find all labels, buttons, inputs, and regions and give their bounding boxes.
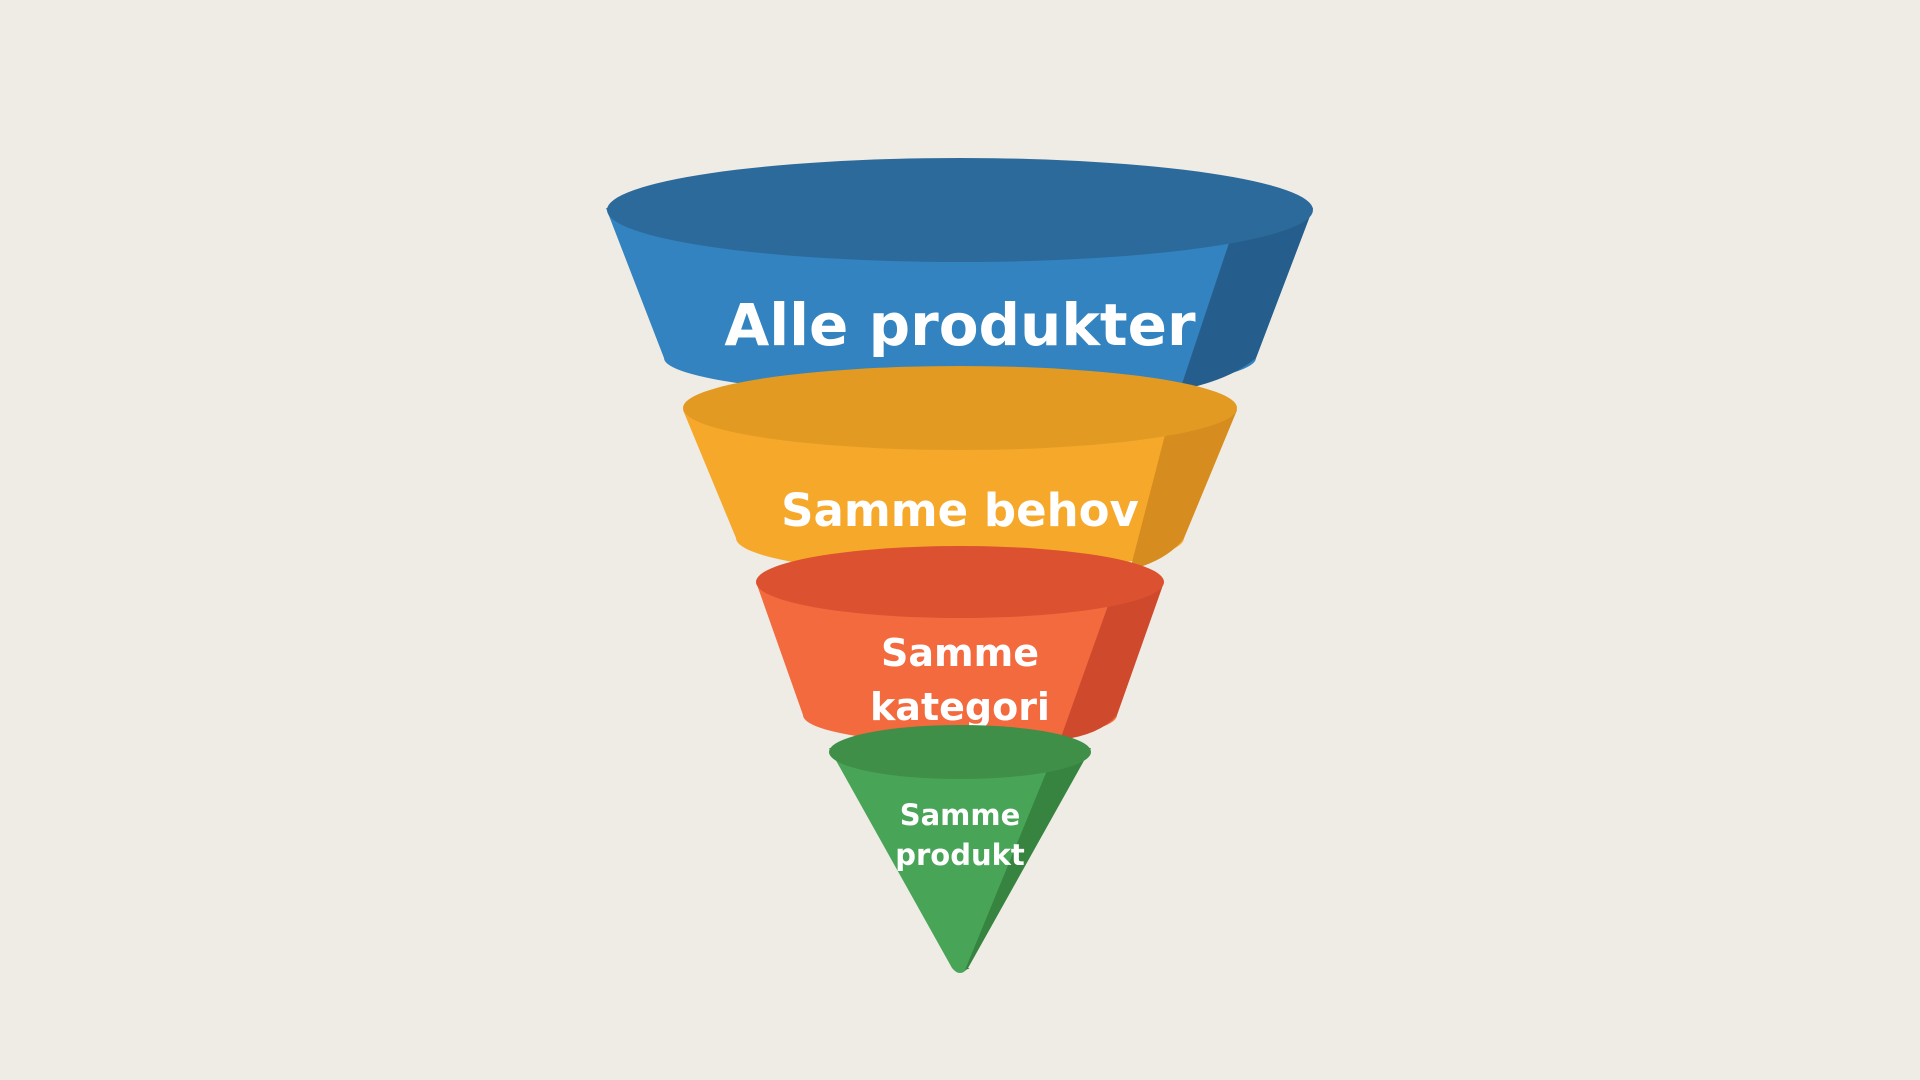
funnel-level-4-shade xyxy=(965,748,1091,970)
funnel-level-1-top xyxy=(607,158,1313,262)
funnel-level-2-label: Samme behov xyxy=(781,484,1139,537)
funnel-level-3-body xyxy=(756,582,1164,743)
funnel-level-4-label-line-1: Samme xyxy=(900,798,1021,832)
funnel-level-1: Alle produkter xyxy=(606,158,1313,396)
funnel-level-3-top xyxy=(756,546,1164,618)
funnel-level-3-label-line-1: Samme xyxy=(881,631,1039,675)
funnel-level-3-label-line-2: kategori xyxy=(870,685,1050,729)
funnel-level-4-body xyxy=(829,748,1091,973)
funnel-level-3: Samme kategori xyxy=(756,546,1164,743)
funnel-level-1-label: Alle produkter xyxy=(724,291,1196,359)
funnel-level-1-shade xyxy=(1180,208,1313,390)
funnel-level-4: Samme produkt xyxy=(829,725,1091,973)
funnel-level-4-label-line-2: produkt xyxy=(895,838,1025,872)
funnel-level-2-top xyxy=(683,366,1237,450)
funnel-level-2-body xyxy=(683,410,1237,574)
funnel-level-2-shade xyxy=(1130,410,1237,570)
funnel-level-2: Samme behov xyxy=(683,366,1237,574)
funnel-level-4-top xyxy=(829,725,1091,779)
funnel-level-3-shade xyxy=(1060,582,1164,740)
